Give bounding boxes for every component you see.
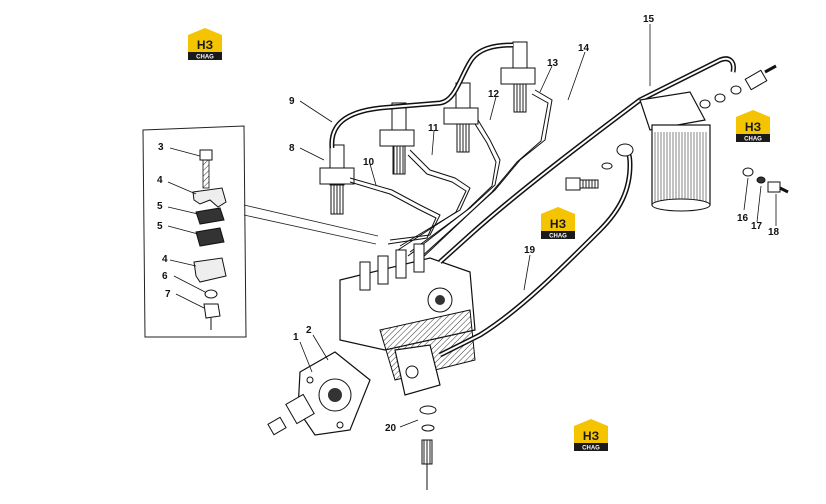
washer-17 bbox=[756, 176, 766, 184]
banjo-bolt bbox=[565, 143, 634, 191]
callout-6: 6 bbox=[162, 271, 168, 282]
leader-lines bbox=[167, 24, 777, 428]
brand-logo: НЗ CHAG bbox=[736, 110, 770, 143]
brand-logo: НЗ CHAG bbox=[541, 207, 575, 240]
injector-12 bbox=[500, 41, 536, 113]
callout-labels: 1 2 3 4 5 5 4 6 7 8 9 10 11 12 13 14 15 … bbox=[157, 14, 780, 434]
logo-sub-text: CHAG bbox=[196, 55, 214, 61]
drive-nut bbox=[267, 393, 315, 436]
pump-flange bbox=[297, 351, 371, 436]
washer-16 bbox=[742, 167, 754, 177]
filter-bolt bbox=[699, 64, 777, 109]
callout-16: 16 bbox=[737, 213, 749, 224]
clamp-part bbox=[192, 187, 227, 208]
callout-7: 7 bbox=[165, 289, 171, 300]
high-pressure-lines bbox=[349, 89, 553, 263]
injector-11 bbox=[443, 82, 479, 153]
callout-5: 5 bbox=[157, 201, 163, 212]
feed-pump bbox=[394, 344, 441, 396]
callout-20: 20 bbox=[385, 423, 397, 434]
washer-part bbox=[204, 289, 218, 299]
callout-10: 10 bbox=[363, 157, 375, 168]
banjo-fitting-20 bbox=[419, 405, 437, 490]
clip-part bbox=[195, 207, 225, 225]
callout-3: 3 bbox=[158, 142, 164, 153]
logo-mark-text: НЗ bbox=[197, 38, 213, 52]
bolt-18 bbox=[767, 181, 789, 194]
injector-9 bbox=[379, 102, 415, 175]
callout-12: 12 bbox=[488, 89, 500, 100]
callout-8: 8 bbox=[289, 143, 295, 154]
logo-mark-text: НЗ bbox=[745, 120, 761, 134]
callout-2: 2 bbox=[306, 325, 312, 336]
callout-1: 1 bbox=[293, 332, 299, 343]
callout-4: 4 bbox=[157, 175, 163, 186]
brand-logo: НЗ CHAG bbox=[574, 419, 608, 452]
callout-13: 13 bbox=[547, 58, 559, 69]
callout-18: 18 bbox=[768, 227, 780, 238]
callout-17: 17 bbox=[751, 221, 763, 232]
injector-8 bbox=[319, 144, 355, 215]
clip-part bbox=[195, 227, 225, 247]
injection-pump bbox=[339, 243, 476, 381]
logo-sub-text: CHAG bbox=[582, 446, 600, 452]
callout-5: 5 bbox=[157, 221, 163, 232]
nut-part bbox=[203, 303, 221, 319]
logo-sub-text: CHAG bbox=[744, 137, 762, 143]
logo-mark-text: НЗ bbox=[550, 217, 566, 231]
detail-inset bbox=[142, 125, 379, 338]
clamp-part bbox=[193, 257, 227, 283]
bolt-part bbox=[199, 149, 213, 189]
callout-9: 9 bbox=[289, 96, 295, 107]
callout-15: 15 bbox=[643, 14, 655, 25]
brand-logo: НЗ CHAG bbox=[188, 28, 222, 61]
callout-4: 4 bbox=[162, 254, 168, 265]
logo-mark-text: НЗ bbox=[583, 429, 599, 443]
callout-14: 14 bbox=[578, 43, 590, 54]
logo-sub-text: CHAG bbox=[549, 234, 567, 240]
callout-11: 11 bbox=[428, 123, 439, 134]
callout-19: 19 bbox=[524, 245, 536, 256]
fuel-filter bbox=[639, 91, 711, 212]
